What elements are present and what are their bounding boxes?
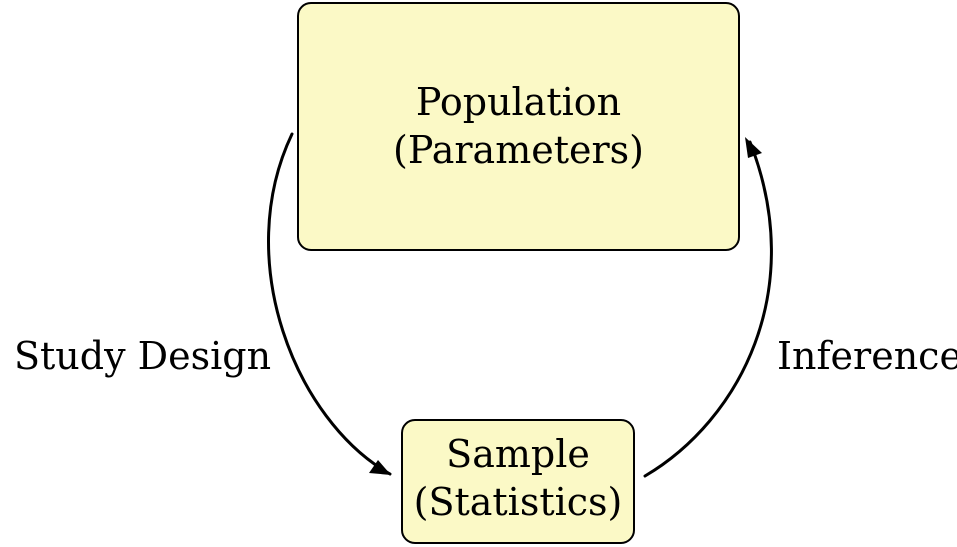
- inference-label: Inference: [777, 334, 957, 378]
- sample-subtitle: (Statistics): [413, 480, 623, 524]
- sample-box: Sample (Statistics): [401, 419, 635, 544]
- study-design-arrowhead: [369, 460, 391, 475]
- population-box: Population (Parameters): [297, 2, 740, 251]
- study-design-arrow: [267, 132, 392, 476]
- inference-arrowhead: [745, 137, 762, 158]
- inference-arrow: [643, 140, 773, 478]
- population-title: Population: [415, 80, 622, 124]
- sample-title: Sample: [446, 432, 590, 476]
- study-design-label: Study Design: [14, 334, 272, 378]
- population-subtitle: (Parameters): [393, 128, 644, 172]
